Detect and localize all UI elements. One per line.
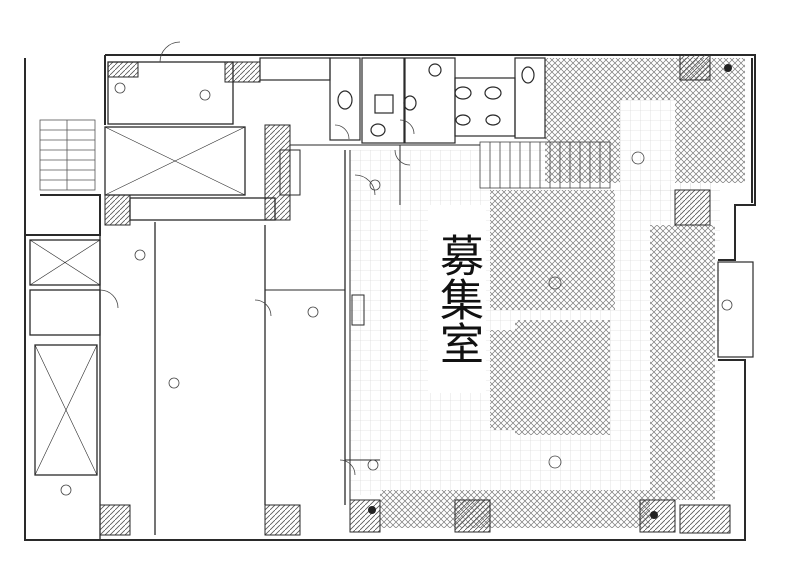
carpet-zone-mid [515,320,610,435]
west-rooms [29,61,346,540]
carpet-zone-ne-cut-grid [620,100,675,185]
room-label-box: 募集室 [428,205,486,393]
east-balcony [717,261,754,358]
partitions [265,144,480,505]
carpet-zone-center [490,190,615,310]
room-label: 募集室 [432,233,483,365]
stairs-west [39,119,96,191]
carpet-zone-east [650,225,715,500]
carpet-zone-mid-left [490,330,515,430]
stairs-center [479,141,611,189]
carpet-zone-south [380,490,650,528]
round-columns [368,64,732,519]
columns [99,54,731,536]
restrooms [259,57,546,144]
outer-walls [24,54,756,541]
fixture-markers [60,82,733,496]
door-swings [99,41,415,476]
